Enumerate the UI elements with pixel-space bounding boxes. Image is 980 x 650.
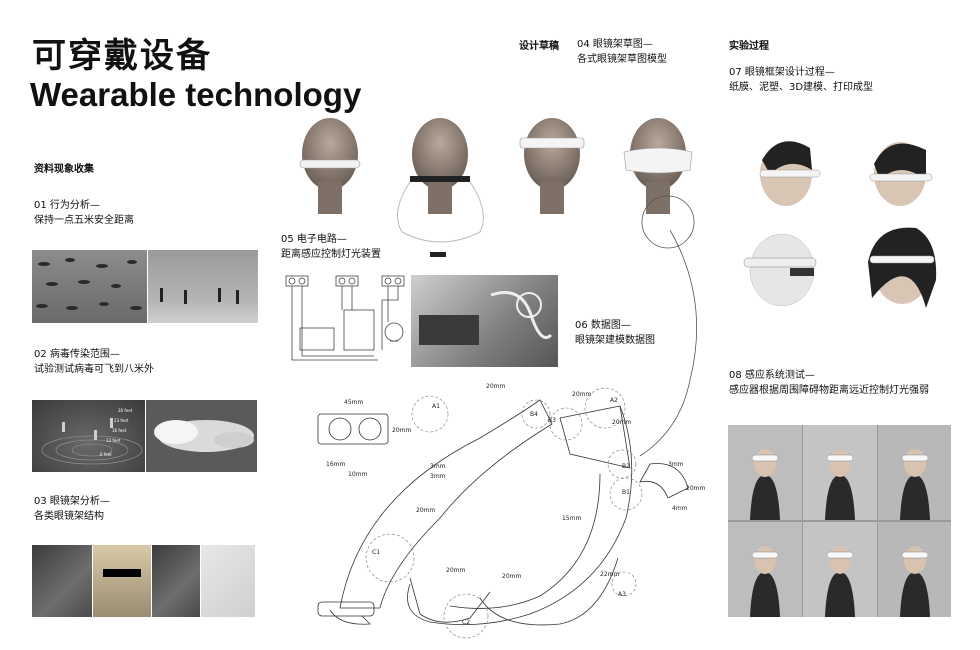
circuit-diagram (285, 275, 405, 361)
research-item-1-desc: 保持一点五米安全距离 (34, 215, 134, 226)
circuit-prototype-photo (411, 275, 558, 367)
dim-label: 10mm (348, 471, 367, 478)
model-caption-desc: 眼镜架建模数据图 (575, 335, 655, 346)
circuit-caption: 05 电子电路— 距离感应控制灯光装置 (281, 232, 381, 262)
sketch-caption: 04 眼镜架草图— 各式眼镜架草图模型 (577, 37, 667, 67)
sketch-caption-num: 04 眼镜架草图— (577, 39, 653, 50)
dim-label: 20mm (486, 383, 505, 390)
dim-label: 3mm (430, 473, 446, 480)
social-distancing-photo-1 (32, 250, 147, 323)
test-photos-illustration (728, 425, 951, 617)
fitting-photos-illustration (743, 141, 937, 308)
marker-label: C2 (462, 619, 470, 626)
marker-label: A3 (618, 591, 626, 598)
dim-label: 20mm (502, 573, 521, 580)
sensor-test-photo-grid (728, 425, 951, 617)
dim-label: 20mm (416, 507, 435, 514)
dim-label: 20mm (612, 419, 631, 426)
eyewear-photo-1 (32, 545, 92, 617)
distance-tag: 13 feet (106, 438, 121, 443)
virus-range-diagram: 26 feet 23 feet 16 feet 13 feet 6 feet (32, 400, 145, 472)
dim-label: 3mm (668, 461, 684, 468)
dim-label: 45mm (344, 399, 363, 406)
spray-cloud-illustration (154, 420, 254, 452)
connector-line (639, 229, 698, 457)
experiment-heading: 实验过程 (729, 41, 769, 52)
process-caption-num: 07 眼镜框架设计过程— (729, 67, 835, 78)
dim-label: 20mm (392, 427, 411, 434)
research-item-3-desc: 各类眼镜架结构 (34, 511, 104, 522)
distance-tag: 16 feet (112, 428, 127, 433)
prototype-wires-illustration (419, 291, 553, 345)
test-caption-num: 08 感应系统测试— (729, 370, 815, 381)
marker-label: C1 (372, 549, 380, 556)
dim-label: 20mm (686, 485, 705, 492)
dim-label: 22mm (600, 571, 619, 578)
mannequin-heads-illustration (299, 118, 695, 257)
research-item-2: 02 病毒传染范围— 试验测试病毒可飞到八米外 (34, 347, 154, 377)
marker-label: B2 (622, 463, 630, 470)
marker-label: A1 (432, 403, 440, 410)
distance-tag: 23 feet (114, 418, 129, 423)
circuit-caption-desc: 距离感应控制灯光装置 (281, 249, 381, 260)
model-caption: 06 数据图— 眼镜架建模数据图 (575, 318, 655, 348)
social-distancing-photo-2 (148, 250, 258, 323)
eyewear-photo-3 (152, 545, 200, 617)
process-caption-desc: 纸膜、泥塑、3D建模、打印成型 (729, 82, 874, 93)
sketch-caption-desc: 各式眼镜架草图模型 (577, 54, 667, 65)
distance-tag: 6 feet (100, 452, 112, 457)
research-item-2-desc: 试验测试病毒可飞到八米外 (34, 364, 154, 375)
model-caption-num: 06 数据图— (575, 320, 631, 331)
dim-label: 16mm (326, 461, 345, 468)
eyewear-photo-2 (93, 545, 151, 617)
page-title-cn: 可穿戴设备 (32, 36, 212, 76)
process-caption: 07 眼镜框架设计过程— 纸膜、泥塑、3D建模、打印成型 (729, 65, 873, 95)
dim-label: 15mm (562, 515, 581, 522)
virus-spray-photo (146, 400, 257, 472)
test-caption-desc: 感应器根据周围障碍物距离远近控制灯光强弱 (729, 385, 929, 396)
marker-label: B3 (548, 417, 556, 424)
test-caption: 08 感应系统测试— 感应器根据周围障碍物距离远近控制灯光强弱 (729, 368, 929, 398)
research-item-1: 01 行为分析— 保持一点五米安全距离 (34, 198, 134, 228)
circuit-caption-num: 05 电子电路— (281, 234, 347, 245)
research-item-3-num: 03 眼镜架分析— (34, 496, 110, 507)
page-title-en: Wearable technology (30, 76, 362, 113)
design-heading: 设计草稿 (519, 41, 559, 52)
dim-label: 3mm (430, 463, 446, 470)
standing-people-illustration (160, 288, 239, 304)
marker-label: B1 (622, 489, 630, 496)
people-on-ground-illustration (36, 258, 142, 310)
research-item-1-num: 01 行为分析— (34, 200, 100, 211)
censor-bar (103, 569, 141, 577)
dim-label: 4mm (672, 505, 688, 512)
dim-label: 20mm (572, 391, 591, 398)
research-item-3: 03 眼镜架分析— 各类眼镜架结构 (34, 494, 110, 524)
distance-rings-illustration: 26 feet 23 feet 16 feet 13 feet 6 feet (41, 408, 143, 465)
research-item-2-num: 02 病毒传染范围— (34, 349, 120, 360)
marker-label: A2 (610, 397, 618, 404)
distance-tag: 26 feet (118, 408, 133, 413)
marker-label: B4 (530, 411, 538, 418)
eyewear-photo-4 (201, 545, 255, 617)
research-heading: 资料现象收集 (34, 164, 94, 175)
dim-label: 20mm (446, 567, 465, 574)
frame-technical-drawing: 45mm 20mm 16mm 10mm 3mm 3mm 20mm 20mm 3m… (317, 383, 705, 639)
